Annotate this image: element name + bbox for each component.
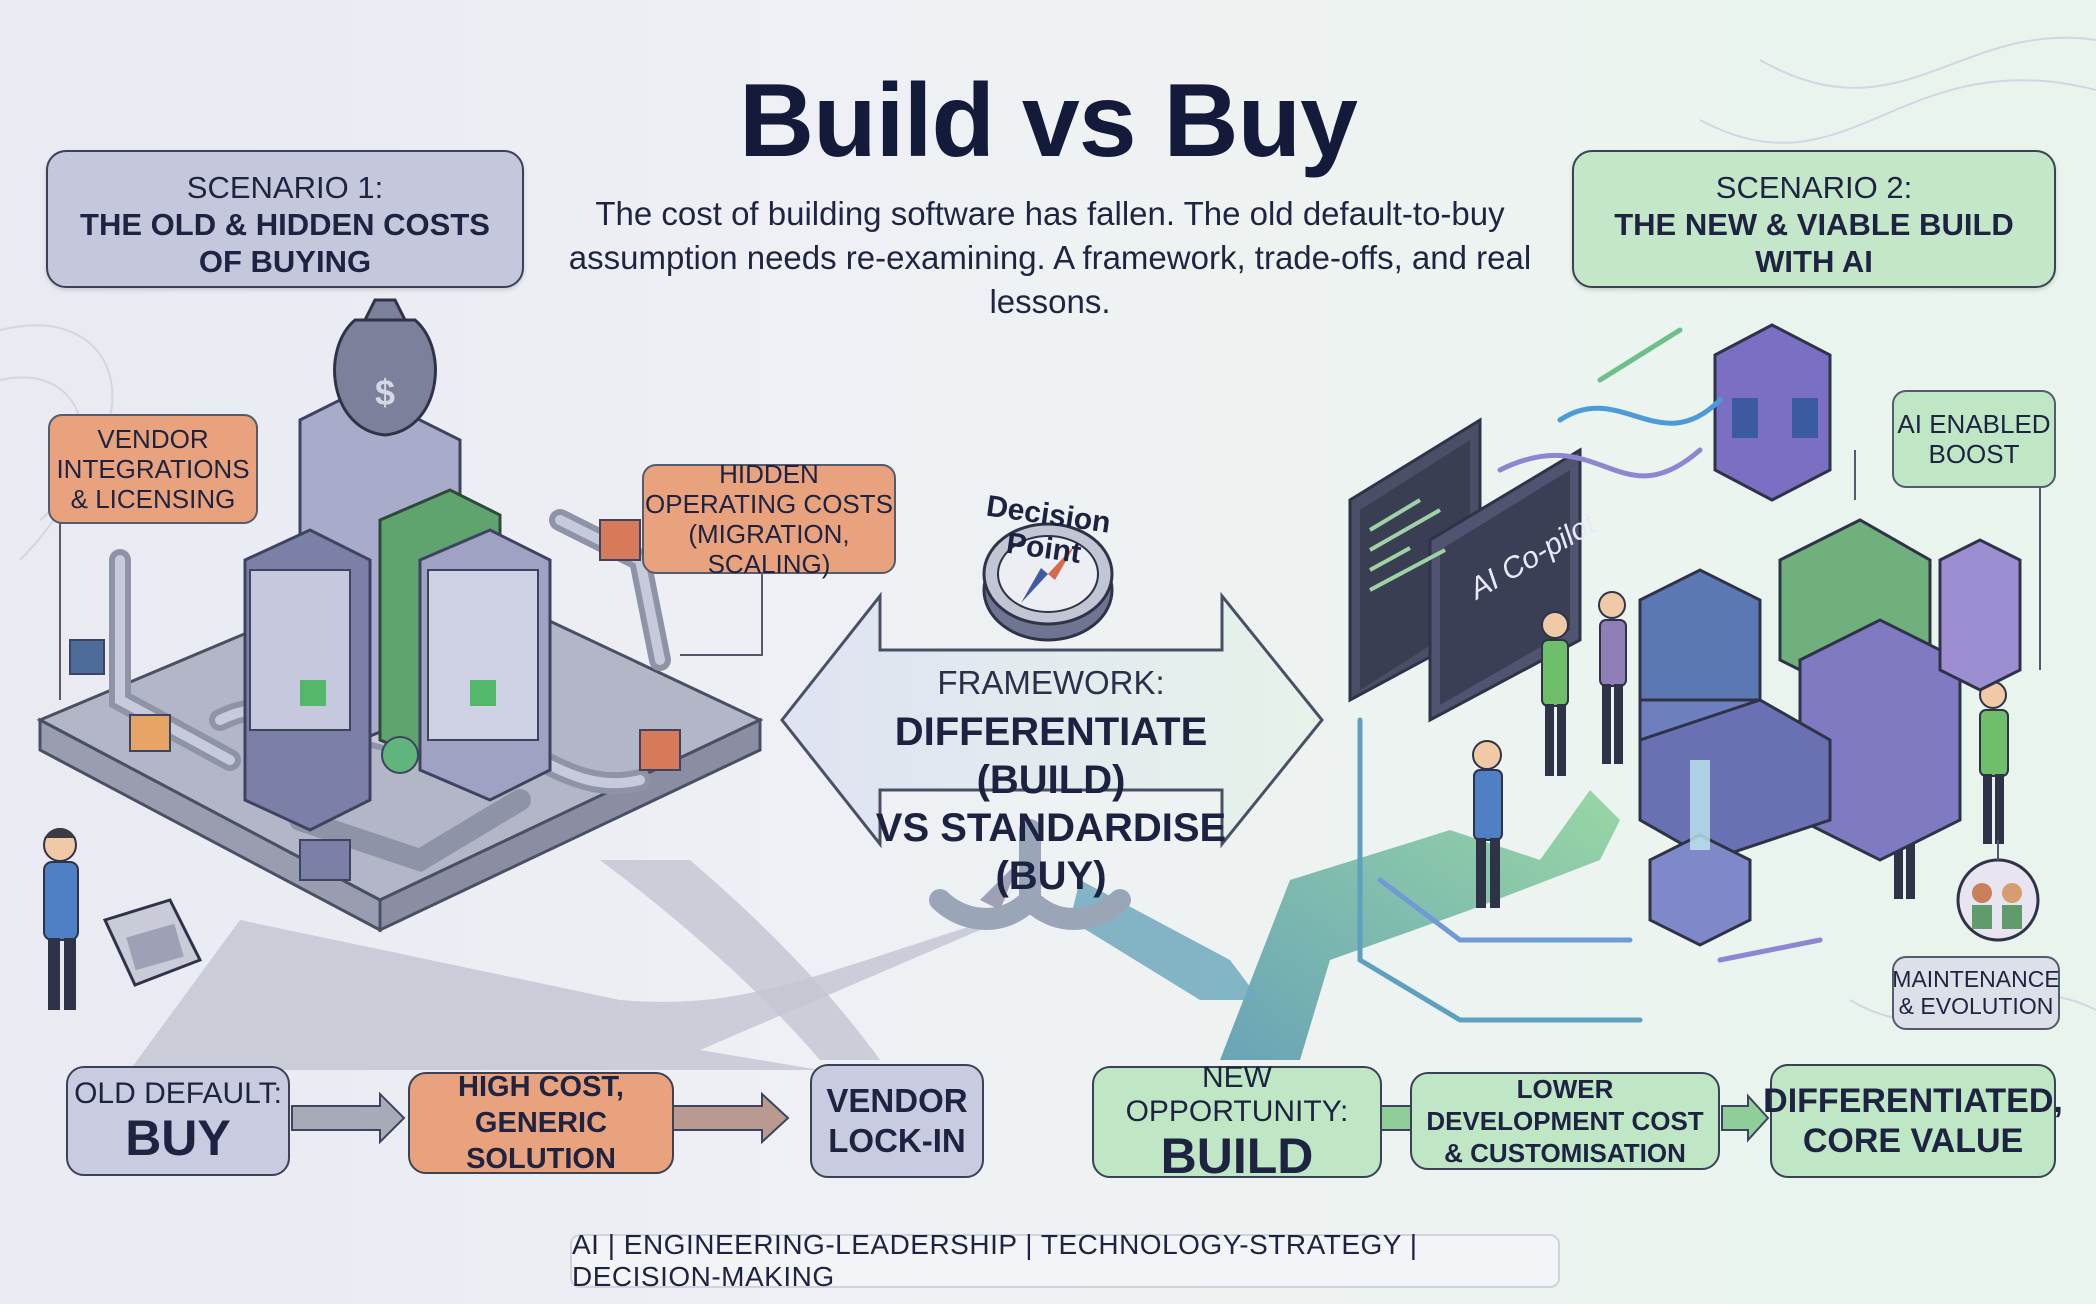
callout-maintenance: MAINTENANCE & EVOLUTION xyxy=(1892,956,2060,1030)
page-subtitle: The cost of building software has fallen… xyxy=(568,195,1532,320)
old-default-box: OLD DEFAULT: BUY xyxy=(66,1066,290,1176)
new-opportunity-value: BUILD xyxy=(1160,1128,1314,1184)
lower-cost-box: LOWER DEVELOPMENT COST & CUSTOMISATION xyxy=(1410,1072,1720,1170)
framework-stem xyxy=(929,819,1131,930)
scenario-2-heading: THE NEW & VIABLE BUILD WITH AI xyxy=(1614,207,2014,279)
left-road-branch xyxy=(600,860,880,1060)
scenario-1-heading: THE OLD & HIDDEN COSTS OF BUYING xyxy=(80,207,490,279)
framework-label: FRAMEWORK: xyxy=(937,664,1165,701)
high-cost-text: HIGH COST, GENERIC SOLUTION xyxy=(458,1071,624,1175)
scenario-2-box: SCENARIO 2: THE NEW & VIABLE BUILD WITH … xyxy=(1572,150,2056,288)
left-road xyxy=(130,880,1020,1070)
svg-text:$: $ xyxy=(375,372,395,413)
old-default-value: BUY xyxy=(125,1110,231,1166)
differentiated-text: DIFFERENTIATED, CORE VALUE xyxy=(1763,1082,2063,1160)
new-opportunity-box: NEW OPPORTUNITY: BUILD xyxy=(1092,1061,1382,1183)
ai-workspace-illustration xyxy=(1348,323,2040,1023)
stressed-person-illustration xyxy=(43,828,203,1010)
differentiated-box: DIFFERENTIATED, CORE VALUE xyxy=(1763,1064,2063,1178)
compass-icon xyxy=(982,522,1114,642)
topic-tags: AI | ENGINEERING-LEADERSHIP | TECHNOLOGY… xyxy=(570,1229,1560,1292)
scenario-2-label: SCENARIO 2: xyxy=(1715,170,1913,205)
vendor-lockin-text: VENDOR LOCK-IN xyxy=(826,1082,968,1159)
framework-line-2: VS STANDARDISE (BUY) xyxy=(875,806,1227,898)
callout-vendor-integrations: VENDOR INTEGRATIONS & LICENSING xyxy=(48,414,258,524)
framework-text: FRAMEWORK: DIFFERENTIATE (BUILD) VS STAN… xyxy=(820,664,1282,900)
vendor-lockin-box: VENDOR LOCK-IN xyxy=(810,1064,984,1178)
lower-cost-text: LOWER DEVELOPMENT COST & CUSTOMISATION xyxy=(1426,1074,1704,1168)
old-default-label: OLD DEFAULT: xyxy=(74,1077,282,1110)
right-road xyxy=(1220,790,1620,1060)
new-opportunity-label: NEW OPPORTUNITY: xyxy=(1125,1061,1349,1128)
callout-hidden-operating-costs: HIDDEN OPERATING COSTS (MIGRATION, SCALI… xyxy=(642,459,896,579)
framework-line-1: DIFFERENTIATE (BUILD) xyxy=(894,710,1208,802)
callout-ai-boost: AI ENABLED BOOST xyxy=(1892,390,2056,488)
scenario-1-label: SCENARIO 1: xyxy=(186,170,384,205)
page-title: Build vs Buy xyxy=(739,63,1358,179)
scenario-1-box: SCENARIO 1: THE OLD & HIDDEN COSTS OF BU… xyxy=(46,150,524,288)
legacy-platform-illustration: $ xyxy=(36,298,764,933)
high-cost-box: HIGH COST, GENERIC SOLUTION xyxy=(408,1071,674,1175)
framework-double-arrow xyxy=(780,591,1324,849)
